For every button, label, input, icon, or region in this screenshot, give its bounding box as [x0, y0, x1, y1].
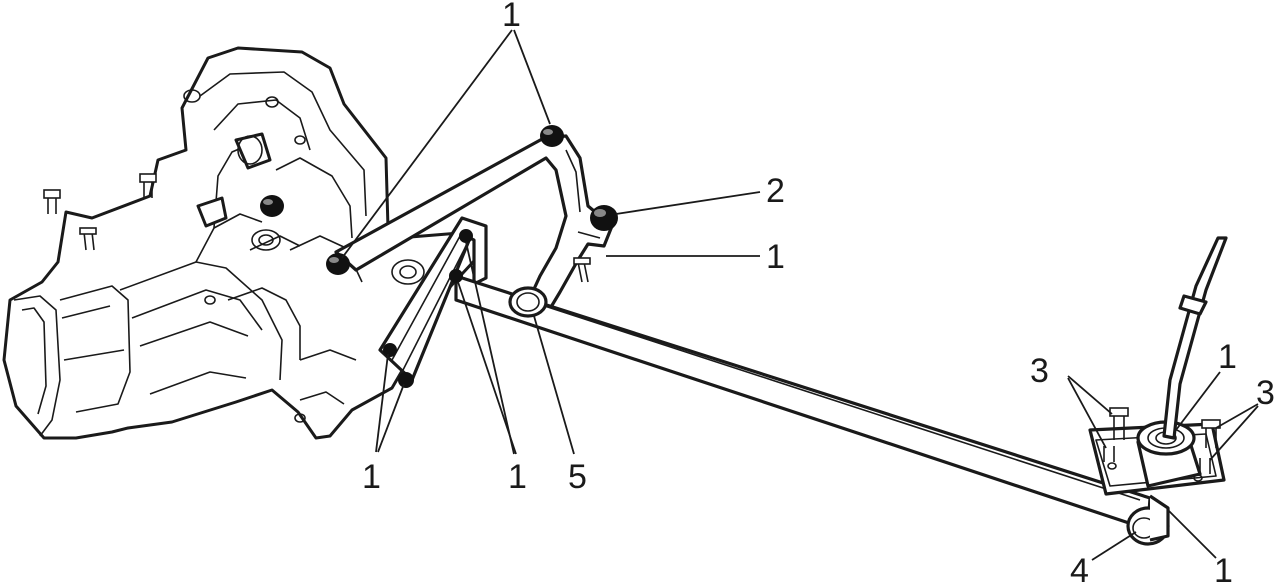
gear-lever-assembly	[1088, 236, 1228, 546]
callout-bottom-right-1: 1	[1214, 552, 1233, 584]
callout-lever-1: 1	[1218, 338, 1237, 376]
upper-selector-link	[334, 134, 614, 314]
callout-left-3: 3	[1030, 352, 1049, 390]
callout-5: 5	[568, 458, 587, 496]
callout-right-3: 3	[1256, 374, 1275, 412]
lever-base-studs	[1103, 407, 1221, 482]
callout-bottom-left-1: 1	[362, 458, 381, 496]
nut-top	[540, 125, 564, 147]
callout-right-1: 1	[766, 238, 785, 276]
rod-coupling-sleeve	[508, 286, 548, 318]
selector-rod	[454, 274, 1152, 530]
callout-top-1: 1	[502, 0, 521, 34]
nut-right-large	[590, 205, 618, 231]
nut-bracket-mid	[449, 269, 463, 283]
nut-bracket-top	[459, 229, 473, 243]
callout-4: 4	[1070, 552, 1089, 584]
nut-middle	[326, 253, 350, 275]
nut-upper-left	[260, 195, 284, 217]
callout-bottom-middle-1: 1	[508, 458, 527, 496]
callout-numbers: 1 2 1 1 1 5 1 3 3 4 1	[362, 0, 1275, 584]
nut-bracket-lower-2	[398, 372, 414, 388]
callout-2: 2	[766, 172, 785, 210]
fastener-nuts	[260, 125, 618, 388]
gearbox-housing	[2, 46, 488, 440]
nut-bracket-lower-1	[383, 343, 397, 357]
leader-lines	[341, 29, 1259, 561]
bolt-right-small	[573, 257, 591, 283]
